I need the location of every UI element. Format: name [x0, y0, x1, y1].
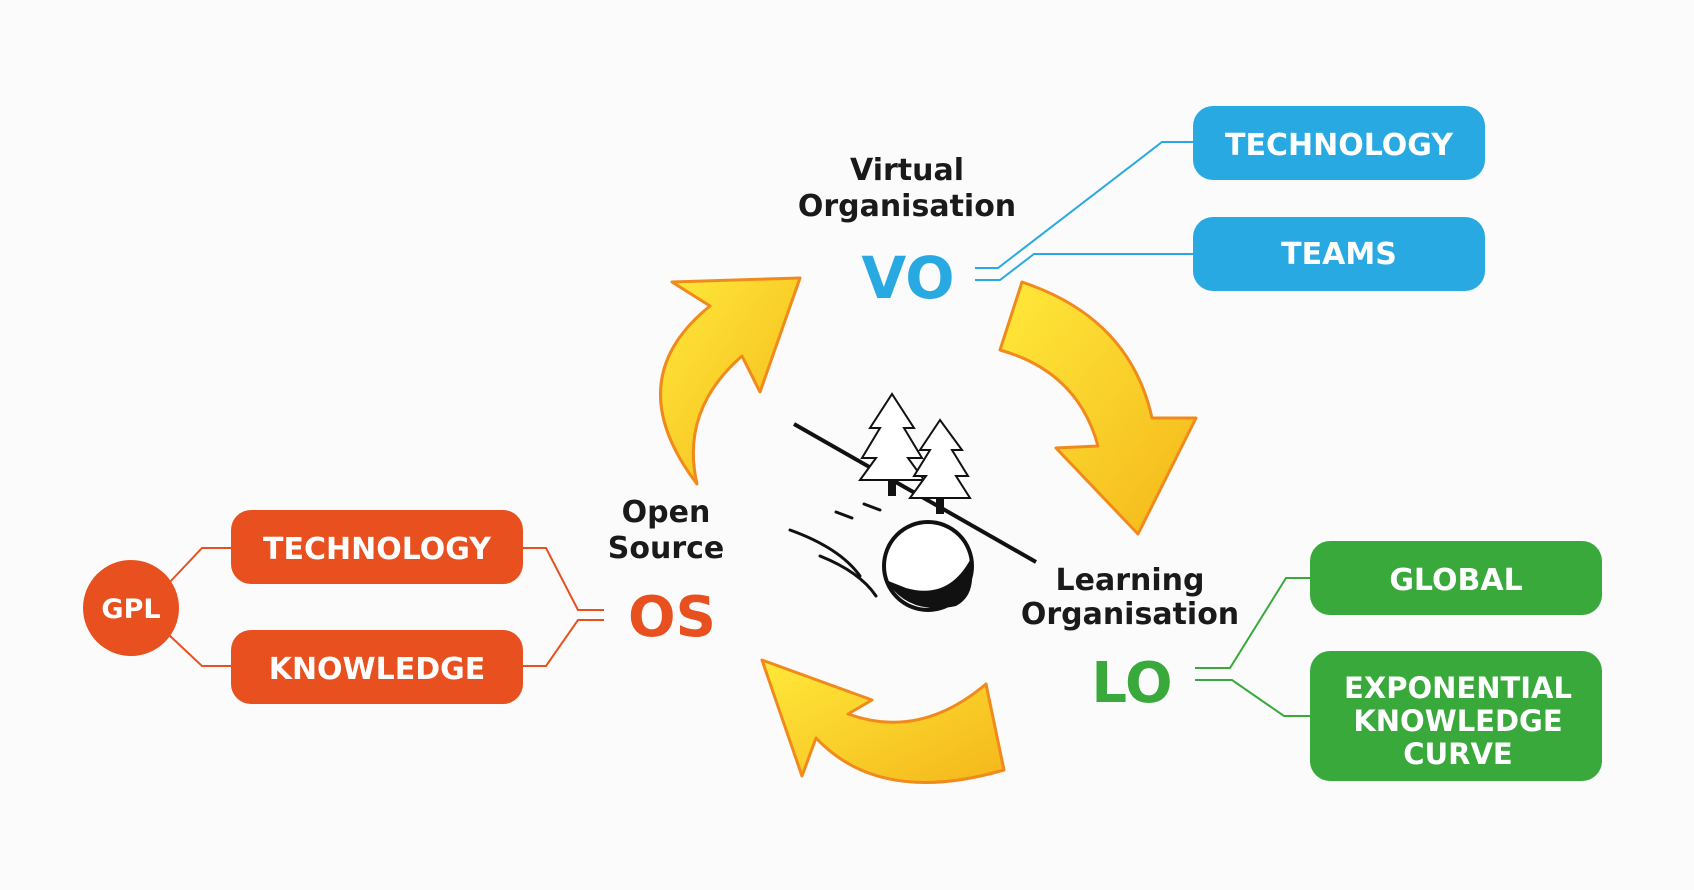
- lo-group: Learning Organisation LO GLOBAL EXPONENT…: [1021, 541, 1602, 781]
- lo-exponential-knowledge-curve-box: [1310, 651, 1602, 781]
- lo-exponential-label-line2: KNOWLEDGE: [1353, 704, 1562, 738]
- cycle-arrow-lo-to-os: [760, 658, 1006, 784]
- os-technology-label: TECHNOLOGY: [263, 532, 492, 567]
- cycle-arrow-os-to-vo: [659, 276, 802, 486]
- cycle-arrow-vo-to-lo: [998, 280, 1198, 536]
- gpl-connector-technology: [167, 547, 232, 585]
- lo-abbreviation: LO: [1091, 651, 1172, 716]
- os-caption-line2: Source: [608, 531, 725, 566]
- os-knowledge-label: KNOWLEDGE: [269, 652, 486, 687]
- lo-exponential-label-line1: EXPONENTIAL: [1344, 671, 1572, 705]
- cycle-arrows: [659, 276, 1198, 784]
- os-abbreviation: OS: [628, 585, 716, 650]
- os-knowledge-box: [231, 630, 523, 704]
- os-group: Open Source OS TECHNOLOGY KNOWLEDGE GPL: [83, 495, 724, 704]
- vo-teams-box: [1193, 217, 1485, 291]
- vo-connector-technology: [975, 141, 1194, 269]
- gpl-connector-knowledge: [167, 633, 232, 667]
- os-technology-box: [231, 510, 523, 584]
- os-connector-knowledge: [523, 619, 604, 667]
- lo-exponential-label-line3: CURVE: [1403, 737, 1512, 771]
- os-caption-line1: Open: [622, 495, 711, 530]
- lo-connector-global: [1195, 577, 1312, 669]
- lo-global-box: [1310, 541, 1602, 615]
- vo-group: Virtual Organisation VO TECHNOLOGY TEAMS: [798, 106, 1485, 312]
- pine-tree-icon: [858, 392, 926, 496]
- os-connector-technology: [523, 547, 604, 611]
- vo-technology-box: [1193, 106, 1485, 180]
- vo-caption-line2: Organisation: [798, 189, 1016, 224]
- lo-caption-line2: Organisation: [1021, 597, 1239, 632]
- snowball-rolling-downhill-icon: [788, 392, 1037, 612]
- vo-abbreviation: VO: [861, 244, 954, 312]
- gpl-circle: [83, 560, 179, 656]
- gpl-label: GPL: [101, 594, 160, 625]
- vo-connector-teams: [975, 253, 1194, 281]
- vo-caption-line1: Virtual: [850, 153, 964, 188]
- vo-teams-label: TEAMS: [1281, 237, 1397, 272]
- lo-connector-exponential: [1195, 679, 1312, 717]
- vo-technology-label: TECHNOLOGY: [1225, 128, 1454, 163]
- lo-global-label: GLOBAL: [1389, 563, 1522, 598]
- pine-tree-icon: [908, 418, 972, 514]
- lo-caption-line1: Learning: [1056, 563, 1205, 598]
